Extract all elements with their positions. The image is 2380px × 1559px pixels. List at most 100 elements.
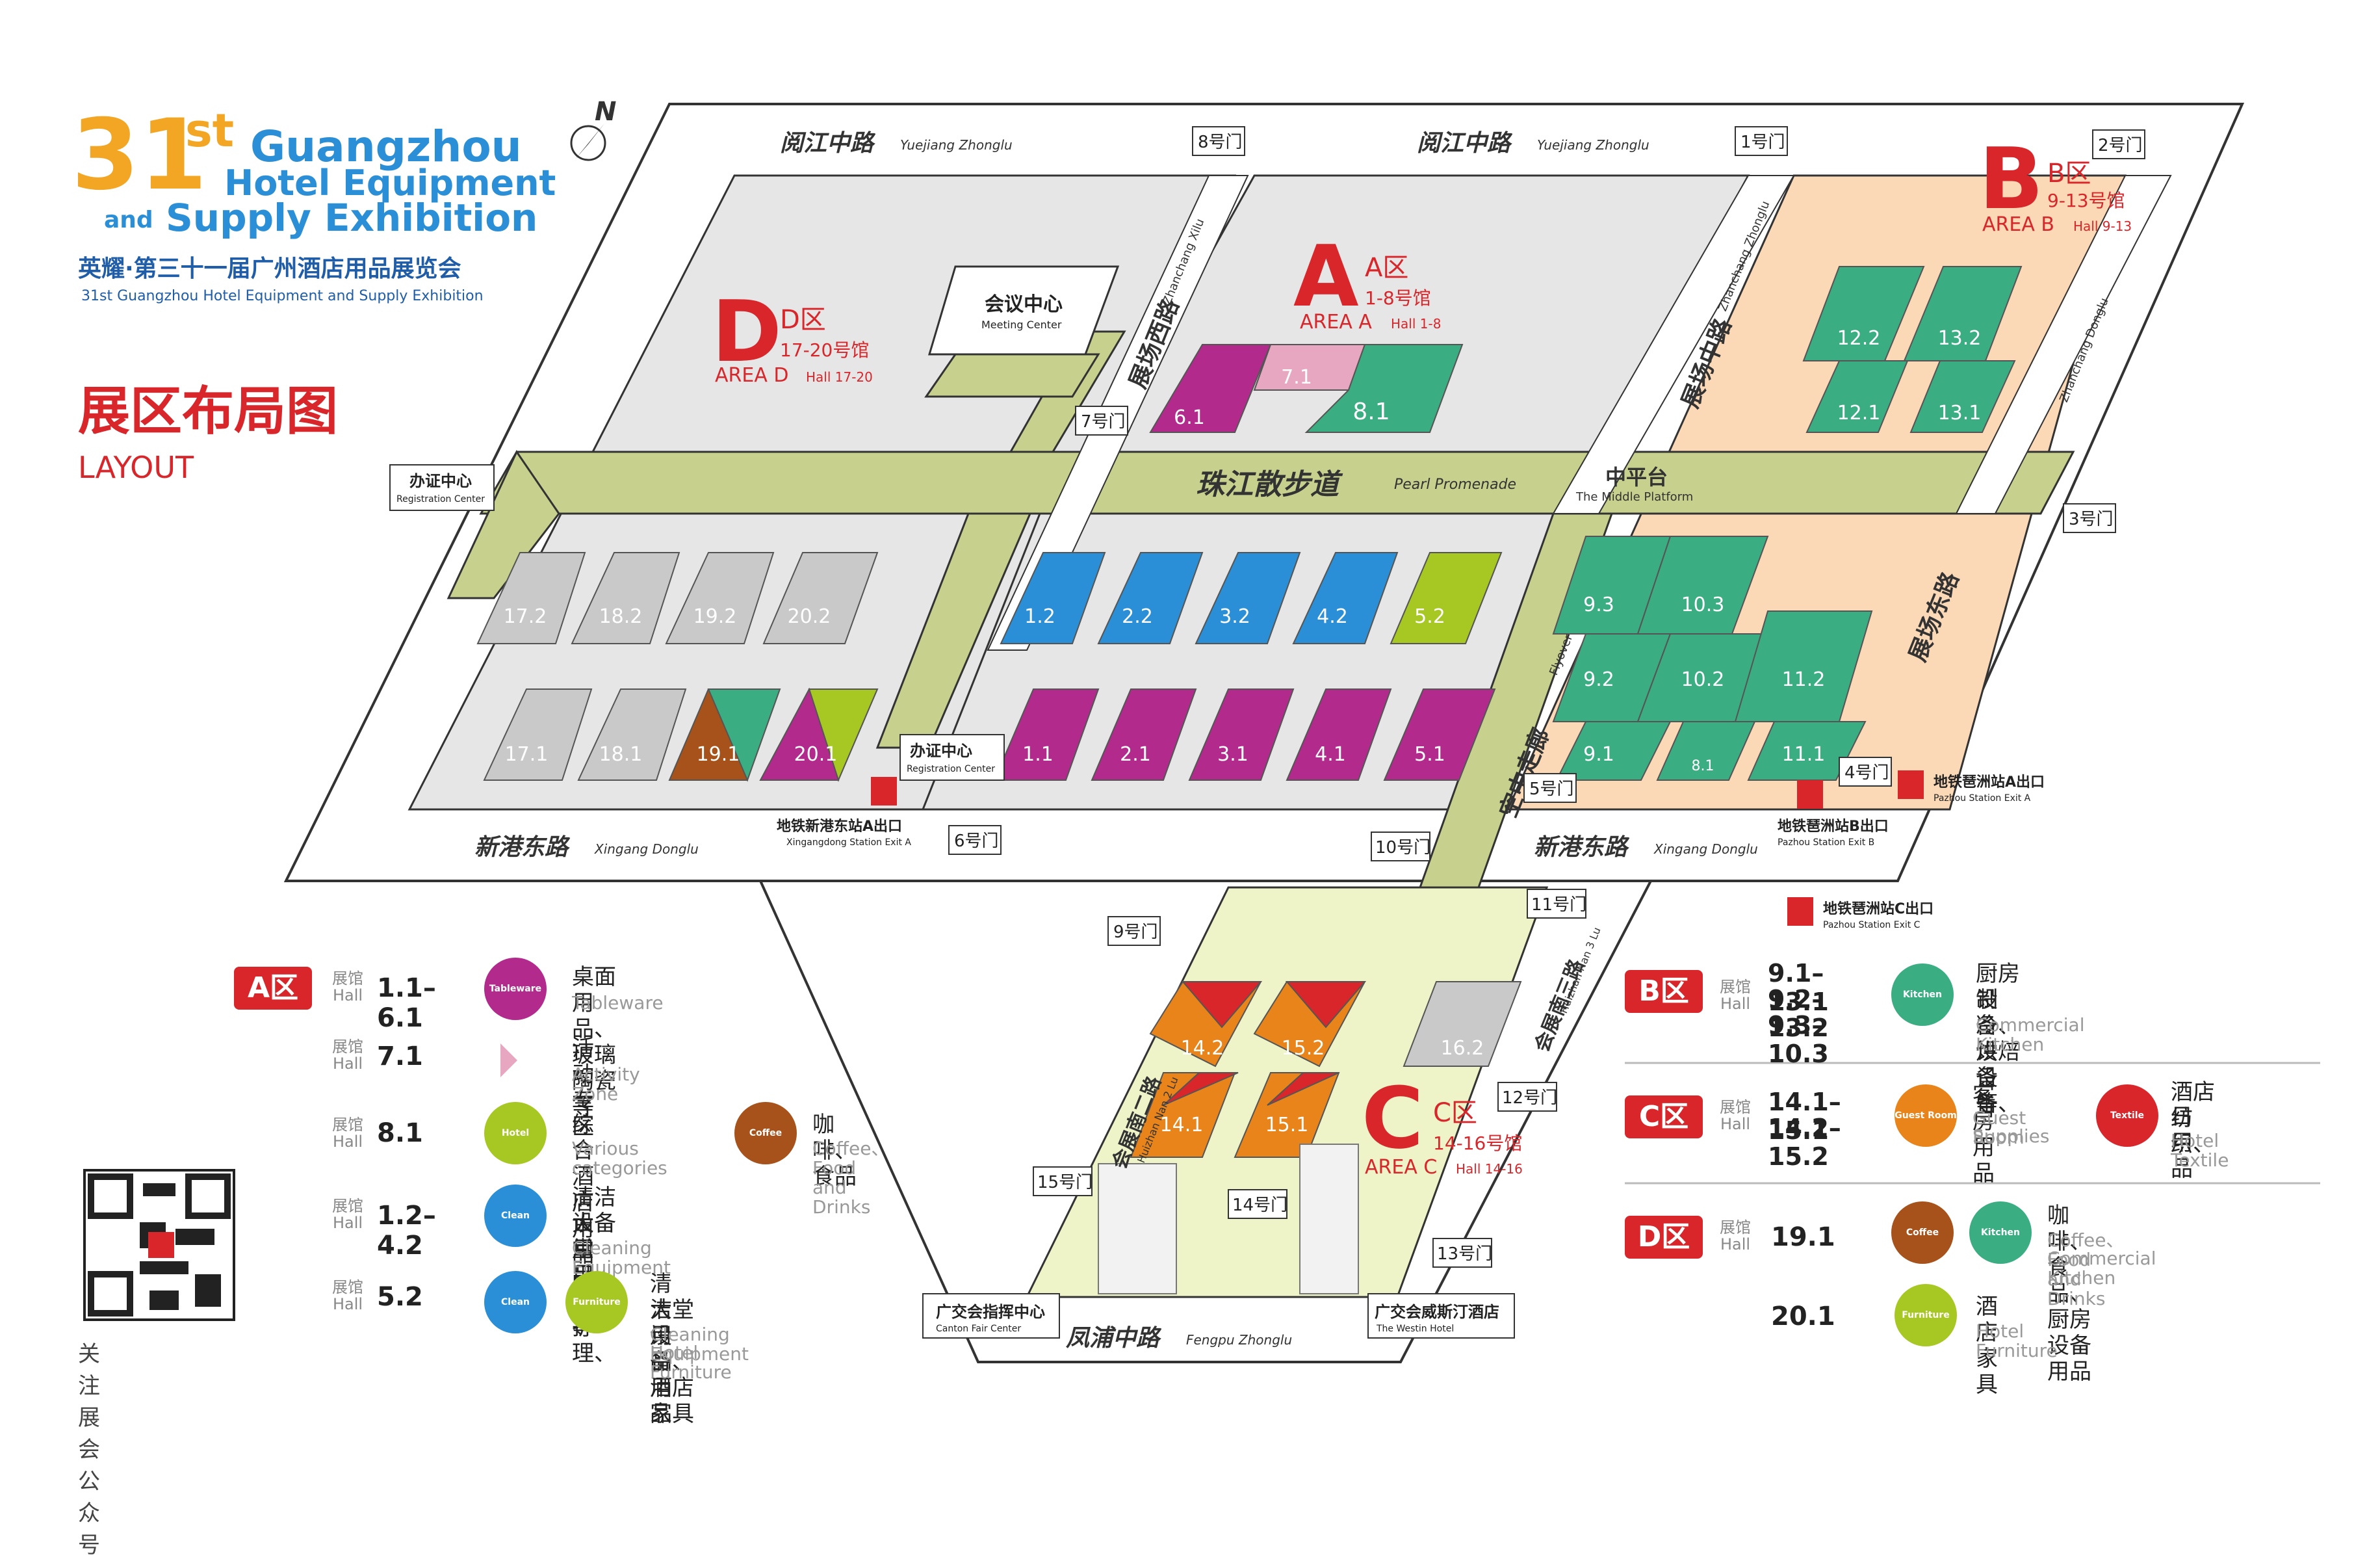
gate-3[interactable]: 3号门 <box>2069 510 2114 529</box>
legend-d-cn: 咖啡、食品、厨房设备用品 <box>2047 1203 2091 1385</box>
hall-3-1[interactable] <box>1188 688 1295 781</box>
westin-hotel-building <box>1299 1144 1359 1294</box>
westin-hotel-en: The Westin Hotel <box>1376 1324 1454 1334</box>
hall-4-2[interactable] <box>1292 552 1399 644</box>
registration-center-east-en: Registration Center <box>907 764 995 774</box>
label-18-2: 18.2 <box>599 605 643 628</box>
metro-icon-xingang-a <box>871 777 897 806</box>
hall-19-1-kitchen[interactable] <box>707 688 781 782</box>
label-12-1: 12.1 <box>1837 402 1881 425</box>
tableware-icon: Tableware <box>484 958 547 1020</box>
meeting-center-en: Meeting Center <box>981 319 1062 331</box>
label-1-2: 1.2 <box>1024 605 1055 628</box>
gate-12[interactable]: 12号门 <box>1502 1088 1557 1108</box>
road-xingang-1-cn: 新港东路 <box>474 834 571 861</box>
hall-6-1[interactable] <box>1149 344 1272 433</box>
hall-20-2[interactable] <box>762 552 879 644</box>
hall-15-2-textile[interactable] <box>1285 981 1367 1028</box>
hall-8-1-b[interactable] <box>1656 721 1756 781</box>
gate-4[interactable]: 4号门 <box>1844 763 1889 783</box>
label-5-1: 5.1 <box>1414 743 1445 766</box>
label-17-2: 17.2 <box>504 605 547 628</box>
label-20-2: 20.2 <box>788 605 831 628</box>
hall-14-2-textile[interactable] <box>1181 981 1263 1028</box>
label-19-2: 19.2 <box>693 605 737 628</box>
area-d-halls-en: Hall 17-20 <box>806 369 873 385</box>
gate-11[interactable]: 11号门 <box>1531 895 1586 915</box>
metro-xingang-a-cn: 地铁新港东站A出口 <box>777 818 902 835</box>
gate-7[interactable]: 7号门 <box>1081 412 1126 432</box>
hall-15-1-textile[interactable] <box>1267 1072 1339 1106</box>
area-c-en: AREA C <box>1365 1156 1437 1179</box>
hall-19-2[interactable] <box>665 552 775 644</box>
hall-16-2[interactable] <box>1403 981 1522 1067</box>
area-c-letter: C <box>1362 1069 1423 1168</box>
legend-d-en2: Hotel Furniture <box>1976 1320 2058 1361</box>
gate-9[interactable]: 9号门 <box>1113 923 1158 942</box>
label-14-2: 14.2 <box>1181 1037 1224 1060</box>
gate-2[interactable]: 2号门 <box>2098 136 2143 155</box>
label-11-1: 11.1 <box>1782 743 1826 766</box>
subtitle-en: 31st Guangzhou Hotel Equipment and Suppl… <box>81 288 484 304</box>
legend-c-en-b: Supplies <box>1973 1125 2050 1147</box>
hall-9-1[interactable] <box>1555 721 1672 781</box>
hall-5-1[interactable] <box>1383 688 1496 781</box>
gate-15[interactable]: 15号门 <box>1037 1173 1093 1192</box>
legend-c-cn2: 酒店纺织、 <box>2171 1079 2215 1157</box>
title-guangzhou: Guangzhou <box>250 122 522 172</box>
gate-14[interactable]: 14号门 <box>1232 1196 1287 1215</box>
hall-3-2[interactable] <box>1195 552 1301 644</box>
compass-north: N <box>595 97 616 127</box>
legend-c-badge: C区 <box>1625 1095 1703 1138</box>
hall-8-1[interactable] <box>1304 344 1464 433</box>
hall-2-1[interactable] <box>1091 688 1197 781</box>
kitchen-icon: Kitchen <box>1891 963 1954 1026</box>
gate-10[interactable]: 10号门 <box>1375 838 1430 858</box>
legend-a-row1-halls: 1.1–6.1 <box>377 973 436 1033</box>
label-12-2: 12.2 <box>1837 327 1881 350</box>
zhanchang-donglu-strip <box>1955 175 2172 514</box>
legend-a-row3-cn: 综合酒店用品 <box>572 1112 594 1268</box>
legend-d-cn2: 酒店家具 <box>1976 1294 1998 1398</box>
legend-c-halls-1: 14.1–15.1 <box>1768 1088 1841 1145</box>
canton-fair-center-building <box>1098 1163 1177 1294</box>
gate-5[interactable]: 5号门 <box>1529 780 1574 799</box>
hall-20-1-supplies[interactable] <box>759 687 840 781</box>
hall-17-1[interactable] <box>483 688 593 781</box>
area-c-halls-cn: 14-16号馆 <box>1433 1133 1522 1154</box>
metro-pazhou-c-cn: 地铁琶洲站C出口 <box>1823 900 1934 917</box>
hall-1-1[interactable] <box>993 688 1100 781</box>
hall-17-2[interactable] <box>476 552 586 644</box>
label-8-1-b: 8.1 <box>1692 758 1714 774</box>
label-4-2: 4.2 <box>1317 605 1348 628</box>
area-d-en: AREA D <box>715 364 788 387</box>
legend-d-en: Coffee、Food and Drinks <box>2047 1229 2125 1309</box>
hall-5-2[interactable] <box>1390 552 1503 644</box>
legend-b-halls-1: 9.1–13.1 <box>1768 959 1829 1016</box>
hall-2-2[interactable] <box>1097 552 1204 644</box>
gate-1[interactable]: 1号门 <box>1740 133 1785 152</box>
qr-caption: 关注展会公众号 <box>78 1341 100 1558</box>
gate-8[interactable]: 8号门 <box>1198 133 1243 152</box>
hall-18-2[interactable] <box>571 552 680 644</box>
gates: 1号门 2号门 3号门 4号门 5号门 6号门 7号门 8号门 9号门 10号门… <box>948 126 2145 1268</box>
hall-12-1[interactable] <box>1805 360 1909 433</box>
gate-13[interactable]: 13号门 <box>1437 1244 1492 1264</box>
gate-6[interactable]: 6号门 <box>954 832 999 851</box>
legend-b-hall-en: Hall <box>1720 995 1751 1013</box>
metro-pazhou-b-en: Pazhou Station Exit B <box>1778 837 1874 848</box>
hall-11-1[interactable] <box>1747 721 1867 781</box>
b-halls <box>1552 266 2023 781</box>
hall-18-1[interactable] <box>577 688 687 781</box>
header: 31 st Guangzhou Hotel Equipment and Supp… <box>71 99 556 485</box>
road-fengpu-cn: 凤浦中路 <box>1066 1325 1162 1352</box>
area-c-cn: C区 <box>1433 1098 1477 1128</box>
hall-4-1[interactable] <box>1286 688 1392 781</box>
legend-a-row3-en2: Coffee、Food and Drinks <box>812 1138 890 1218</box>
hall-13-1[interactable] <box>1909 360 2016 433</box>
hall-1-2[interactable] <box>1000 552 1106 644</box>
hall-14-1-textile[interactable] <box>1163 1072 1239 1106</box>
label-15-2: 15.2 <box>1282 1037 1325 1060</box>
legend-a-row5-hall-en: Hall <box>332 1295 363 1313</box>
d-halls <box>476 552 879 782</box>
